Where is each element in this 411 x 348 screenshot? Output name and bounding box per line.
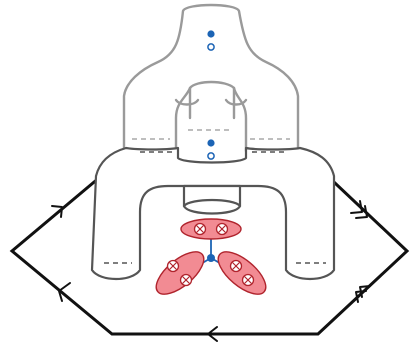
edge-arrow-lower-right-b [355, 290, 367, 303]
upper-surface [122, 3, 300, 156]
petal-hub-vertex [207, 254, 215, 262]
site-top-right [215, 222, 229, 236]
petal-left-shape [155, 251, 205, 295]
lower-marker-hollow-dot [207, 152, 215, 160]
edge-arrow-lower-left [58, 282, 71, 302]
edge-arrow-upper-right-b [355, 205, 368, 219]
site-right-upper [229, 259, 243, 273]
petal-top-shape [180, 218, 242, 240]
lower-surface [90, 146, 336, 281]
lower-neck-rim [182, 198, 242, 208]
site-left-lower [179, 273, 193, 287]
site-right-lower [241, 273, 255, 287]
site-top-left [193, 222, 207, 236]
edge-arrow-bottom [207, 326, 218, 342]
lower-marker [207, 139, 215, 160]
lower-marker-filled-dot [207, 139, 215, 147]
upper-marker-hollow-dot [207, 43, 215, 51]
petal-left [155, 251, 205, 295]
upper-inner-cuff-right [224, 98, 248, 106]
petal-top [180, 218, 242, 240]
lower-surface-body [90, 146, 336, 281]
site-left-upper [166, 259, 180, 273]
edge-arrow-lower-right-a [359, 285, 371, 298]
petal-right-shape [217, 251, 267, 295]
edge-arrow-upper-left [51, 205, 63, 218]
petal-cluster [155, 218, 267, 295]
edge-arrow-upper-right-a [350, 200, 363, 214]
petal-right [217, 251, 267, 295]
upper-marker [207, 30, 215, 51]
upper-inner-cuff-left [174, 98, 200, 106]
upper-marker-filled-dot [207, 30, 215, 38]
upper-surface-body [122, 3, 300, 156]
